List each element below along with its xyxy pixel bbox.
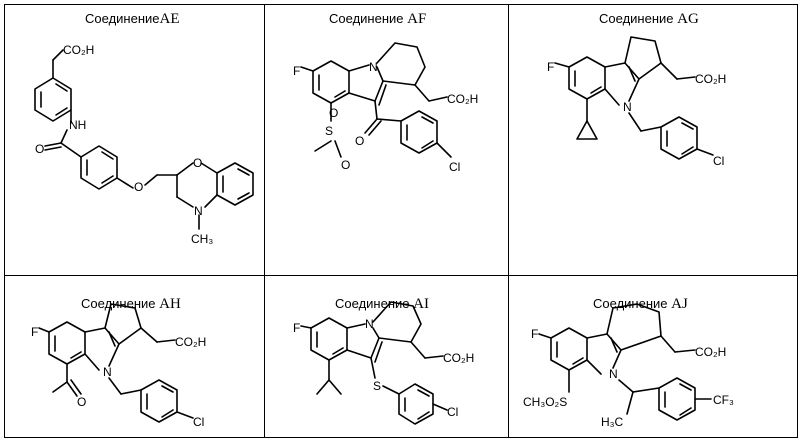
atom-label: N [609,367,618,381]
structure-ai: F N CO₂H S Cl [265,276,508,439]
atom-label: N [103,365,112,379]
atom-label: F [531,327,538,341]
atom-label: CO₂H [443,351,474,365]
compound-cell-ai: Соединение AI F N CO₂H [265,276,508,439]
atom-label: N [365,317,374,331]
atom-label: N [194,204,203,218]
atom-label: CO₂H [447,92,478,106]
atom-label: CO₂H [63,43,94,57]
compound-cell-ah: Соединение AH F N CO₂H [5,276,264,439]
atom-label: H₃C [601,415,624,429]
atom-label: F [293,64,300,78]
atom-label: Cl [193,415,204,429]
compound-table: СоединениеAE CO₂H NH [4,4,798,438]
compound-cell-af: Соединение AF F [265,5,508,275]
atom-label: O [341,158,350,172]
compound-cell-ae: СоединениеAE CO₂H NH [5,5,264,275]
atom-label: CO₂H [175,335,206,349]
compound-cell-aj: Соединение AJ F N CO₂H CH₃O₂S [509,276,799,439]
atom-label: CO₂H [695,72,726,86]
atom-label: N [369,60,378,74]
atom-label: CH₃ [191,232,213,246]
atom-label: CF₃ [713,393,734,407]
atom-label: O [329,106,338,120]
atom-label: F [547,60,554,74]
compound-cell-ag: Соединение AG F N CO₂H Cl [509,5,799,275]
structure-af: F N CO₂H S O O O Cl [265,5,508,275]
structure-ah: F N CO₂H O Cl [5,276,264,439]
atom-label: F [293,321,300,335]
atom-label: S [325,124,333,138]
atom-label: O [77,395,86,409]
atom-label: CH₃O₂S [523,395,567,409]
atom-label: S [373,379,381,393]
atom-label: O [193,156,202,170]
structure-ae: CO₂H NH O O O N CH₃ [5,5,264,275]
atom-label: N [623,100,632,114]
atom-label: Cl [447,405,458,419]
atom-label: Cl [713,154,724,168]
atom-label: Cl [449,160,460,174]
atom-label: O [134,180,143,194]
structure-aj: F N CO₂H CH₃O₂S H₃C CF₃ [509,276,799,439]
atom-label: NH [69,118,86,132]
atom-label: O [35,142,44,156]
structure-ag: F N CO₂H Cl [509,5,799,275]
atom-label: F [31,325,38,339]
atom-label: O [355,134,364,148]
atom-label: CO₂H [695,345,726,359]
